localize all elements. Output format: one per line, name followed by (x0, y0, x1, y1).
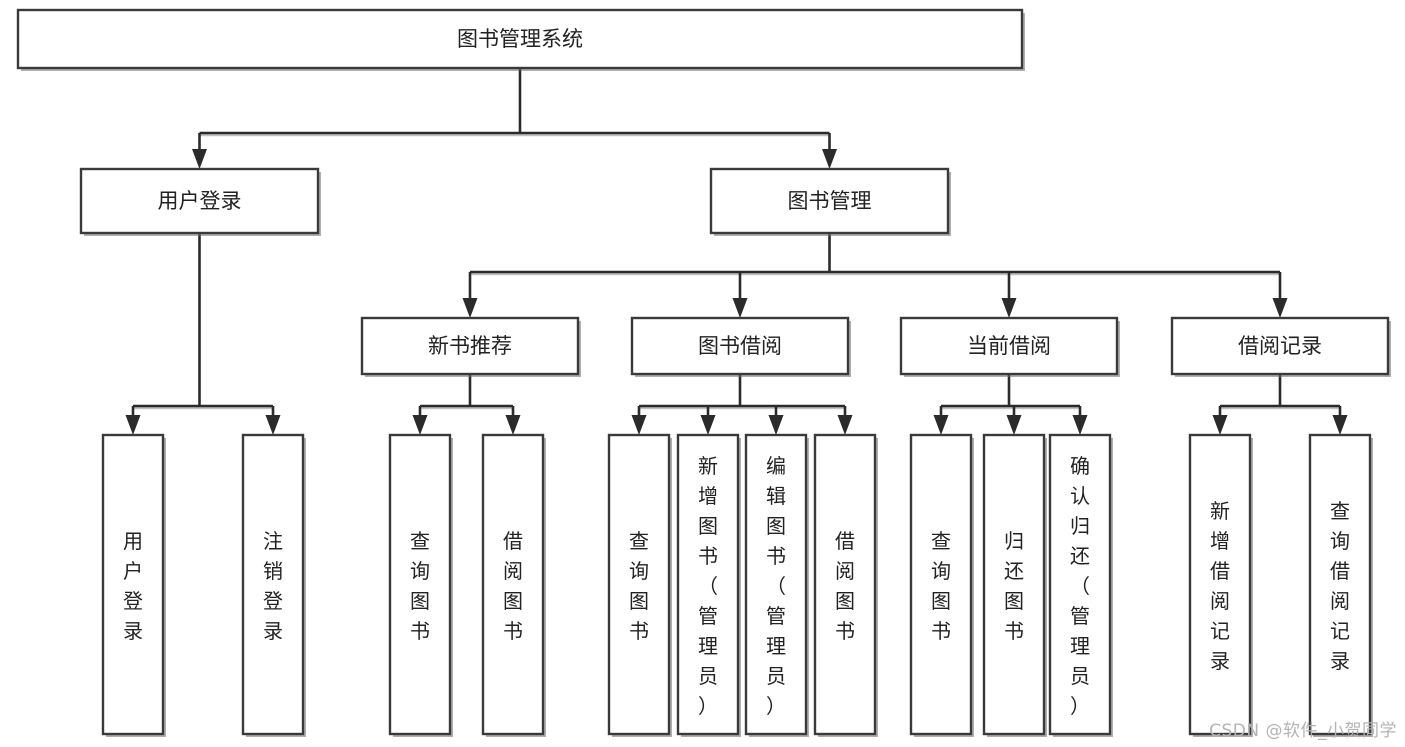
node-label: 新增借阅记录 (1210, 499, 1230, 673)
node-leaf-query-book-3[interactable]: 查询图书 (909, 433, 974, 737)
node-label: 查询图书 (410, 529, 430, 643)
node-label: 借阅图书 (835, 529, 855, 643)
node-new-book-recommend[interactable]: 新书推荐 (360, 316, 581, 377)
node-label: 归还图书 (1004, 529, 1024, 643)
node-label: 图书借阅 (698, 334, 782, 358)
node-label: 注销登录 (263, 529, 283, 643)
node-leaf-query-book-2[interactable]: 查询图书 (607, 433, 672, 737)
node-leaf-logout-login[interactable]: 注销登录 (241, 433, 306, 737)
node-label: 借阅记录 (1238, 334, 1322, 358)
node-user-login[interactable]: 用户登录 (79, 167, 321, 236)
node-leaf-return-book[interactable]: 归还图书 (982, 433, 1047, 737)
node-label: 新书推荐 (428, 334, 512, 358)
node-root[interactable]: 图书管理系统 (16, 8, 1025, 71)
node-leaf-borrow-book-1[interactable]: 借阅图书 (481, 433, 546, 737)
connector-layer (125, 68, 1348, 435)
node-label: 图书管理系统 (457, 27, 583, 51)
node-label: 借阅图书 (503, 529, 523, 643)
node-leaf-add-borrow-record[interactable]: 新增借阅记录 (1188, 433, 1253, 737)
node-borrow-record[interactable]: 借阅记录 (1170, 316, 1391, 377)
node-label: 用户登录 (123, 529, 143, 643)
node-book-management[interactable]: 图书管理 (709, 167, 951, 236)
node-label: 查询图书 (931, 529, 951, 643)
node-label: 新增图书（管理员） (698, 454, 718, 718)
node-leaf-confirm-return-admin[interactable]: 确认归还（管理员） (1048, 433, 1113, 737)
node-label: 确认归还（管理员） (1070, 454, 1090, 718)
node-leaf-query-borrow-record[interactable]: 查询借阅记录 (1308, 433, 1373, 737)
node-layer: 图书管理系统用户登录图书管理新书推荐图书借阅当前借阅借阅记录用户登录注销登录查询… (16, 8, 1391, 737)
node-label: 当前借阅 (967, 334, 1051, 358)
watermark-text: CSDN @软件_小贺同学 (1209, 721, 1397, 741)
node-leaf-add-book-admin[interactable]: 新增图书（管理员） (676, 433, 741, 737)
node-label: 查询图书 (629, 529, 649, 643)
node-leaf-edit-book-admin[interactable]: 编辑图书（管理员） (744, 433, 809, 737)
node-label: 用户登录 (158, 189, 242, 213)
node-leaf-user-login[interactable]: 用户登录 (101, 433, 166, 737)
node-label: 图书管理 (788, 189, 872, 213)
node-current-borrow[interactable]: 当前借阅 (899, 316, 1120, 377)
node-leaf-query-book-1[interactable]: 查询图书 (388, 433, 453, 737)
node-label: 编辑图书（管理员） (766, 454, 786, 718)
node-leaf-borrow-book-2[interactable]: 借阅图书 (813, 433, 878, 737)
node-book-borrow[interactable]: 图书借阅 (630, 316, 851, 377)
node-label: 查询借阅记录 (1330, 499, 1350, 673)
